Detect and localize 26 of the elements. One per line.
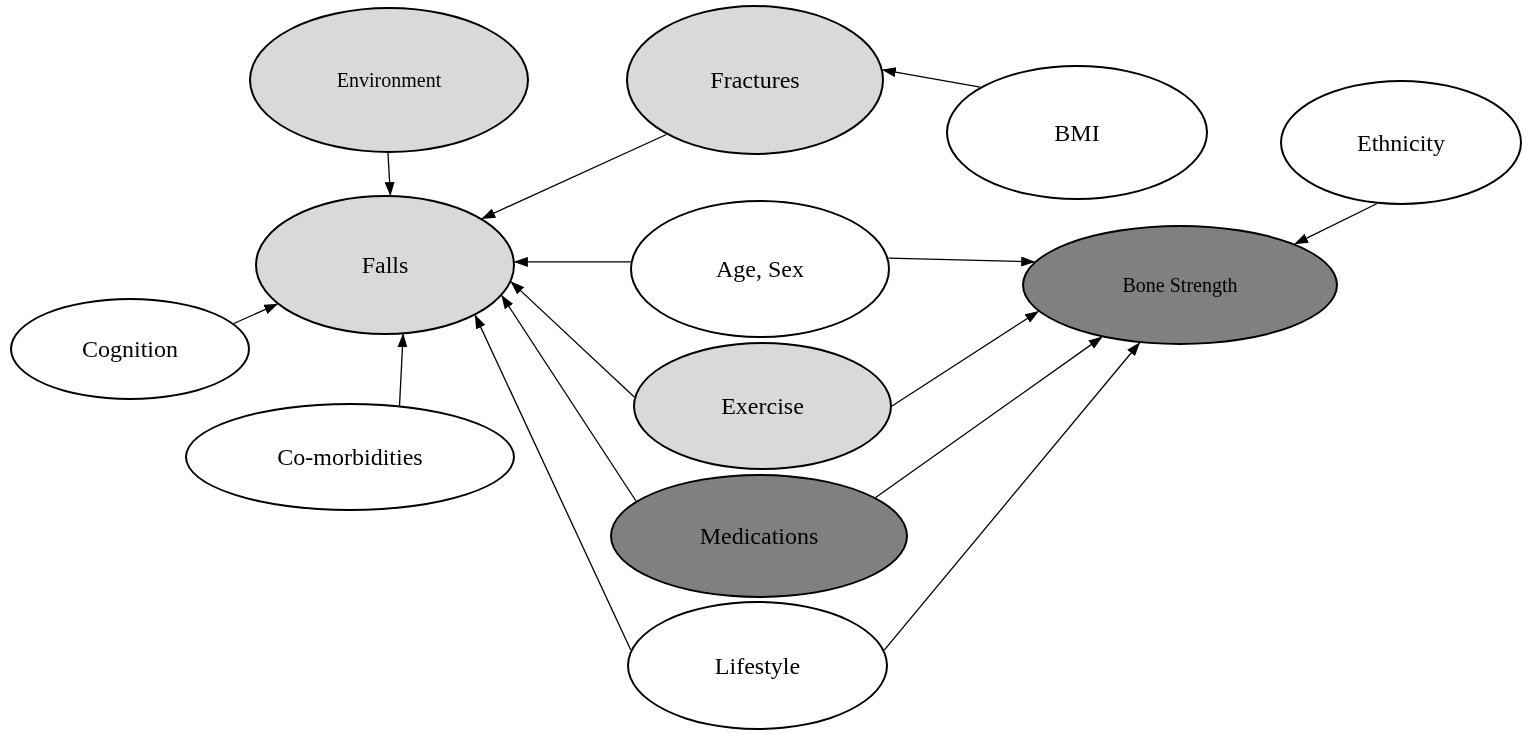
arrow: [384, 152, 395, 197]
node-label: Ethnicity: [1357, 128, 1445, 158]
arrow: [474, 314, 632, 651]
arrow: [1294, 203, 1378, 245]
node-label: Environment: [336, 68, 442, 93]
arrow: [881, 67, 981, 88]
node-label: Falls: [361, 251, 409, 280]
node-label: Medications: [699, 522, 819, 551]
node-label: Age, Sex: [716, 255, 804, 284]
arrow: [887, 256, 1036, 267]
arrow: [501, 294, 637, 502]
node-label: BMI: [1054, 118, 1100, 148]
node-label: Lifestyle: [714, 651, 801, 681]
arrow: [883, 342, 1141, 651]
arrow: [513, 256, 632, 267]
node-label: Exercise: [721, 392, 804, 421]
arrow: [510, 281, 635, 398]
arrow: [481, 133, 668, 220]
node-label: Cognition: [82, 335, 178, 364]
node-label: Fractures: [710, 66, 800, 95]
node-label: Bone Strength: [1122, 273, 1238, 299]
node-label: Co-morbidities: [277, 443, 423, 472]
arrow: [891, 310, 1040, 407]
arrow: [874, 336, 1103, 499]
arrow: [397, 333, 408, 407]
arrow: [233, 303, 279, 325]
